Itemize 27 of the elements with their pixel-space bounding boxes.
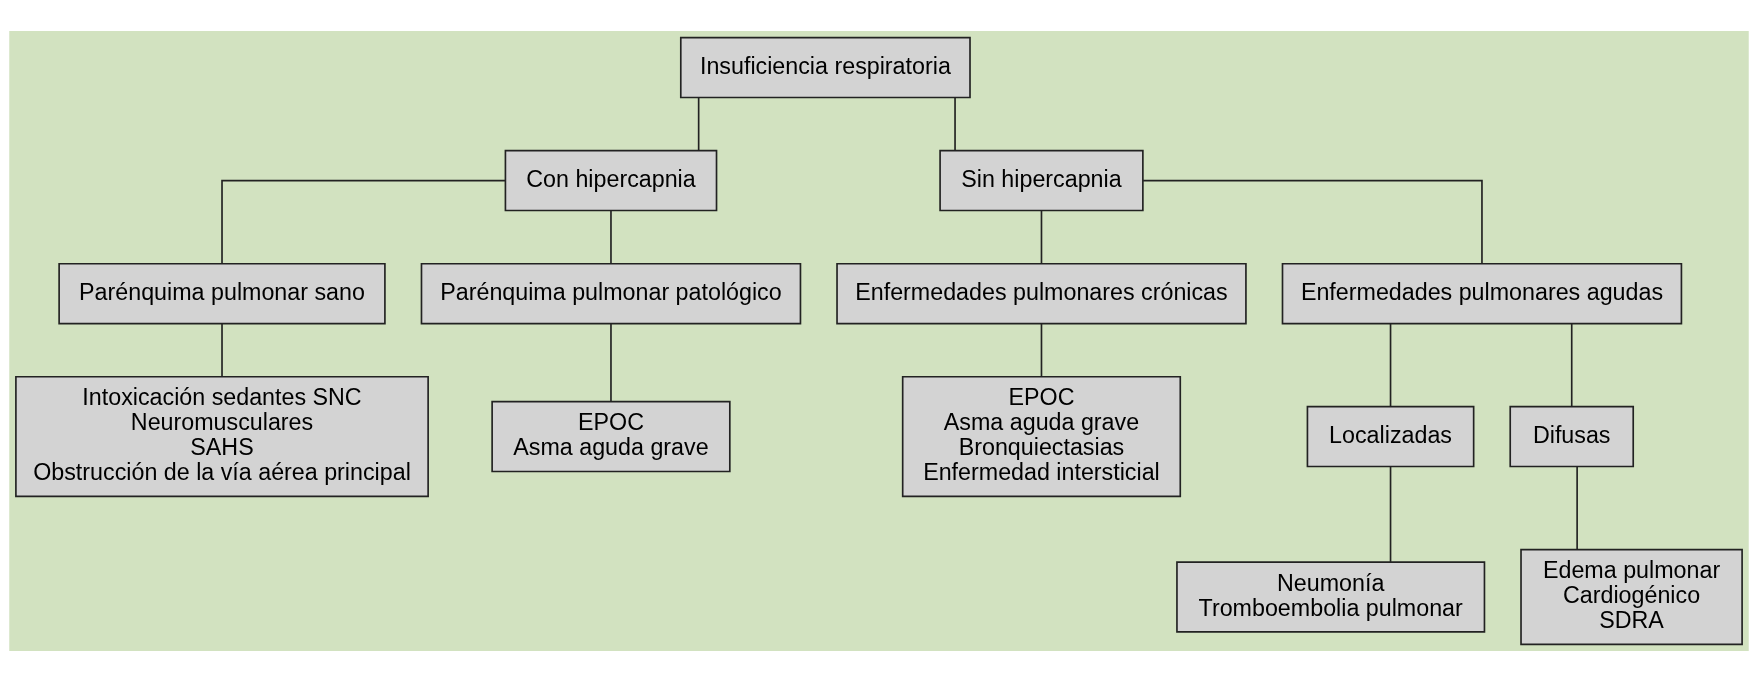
connector xyxy=(1040,210,1043,265)
connector xyxy=(1570,323,1573,408)
node-box: Enfermedades pulmonares agudas xyxy=(1281,262,1683,325)
node-box: Edema pulmonar Cardiogénico SDRA xyxy=(1520,548,1743,646)
node-box: Insuficiencia respiratoria xyxy=(679,36,971,99)
connector xyxy=(1389,465,1392,563)
connector xyxy=(697,97,700,152)
node-box: Neumonía Tromboembolia pulmonar xyxy=(1176,561,1486,633)
node-box: Localizadas xyxy=(1306,405,1475,468)
connector xyxy=(610,210,612,265)
node-box: Intoxicación sedantes SNC Neuromusculares SAHS Obstrucción de la vía aérea principal xyxy=(15,375,429,498)
connector xyxy=(221,323,223,378)
connector xyxy=(1142,179,1483,265)
node-box: Sin hipercapnia xyxy=(939,149,1144,212)
connector xyxy=(1389,323,1392,408)
node-box: Con hipercapnia xyxy=(504,149,718,212)
node-box: EPOC Asma aguda grave xyxy=(491,400,731,473)
connector xyxy=(1576,465,1578,551)
node-box: Parénquima pulmonar patológico xyxy=(420,262,802,325)
node-box: Parénquima pulmonar sano xyxy=(58,262,386,325)
connector xyxy=(1040,323,1043,378)
node-box: EPOC Asma aguda grave Bronquiectasias Enfermedad intersticial xyxy=(901,375,1182,498)
node-box: Difusas xyxy=(1509,405,1635,468)
connector xyxy=(221,179,507,265)
node-box: Enfermedades pulmonares crónicas xyxy=(836,262,1247,325)
connector xyxy=(610,323,612,403)
connector xyxy=(954,97,956,152)
